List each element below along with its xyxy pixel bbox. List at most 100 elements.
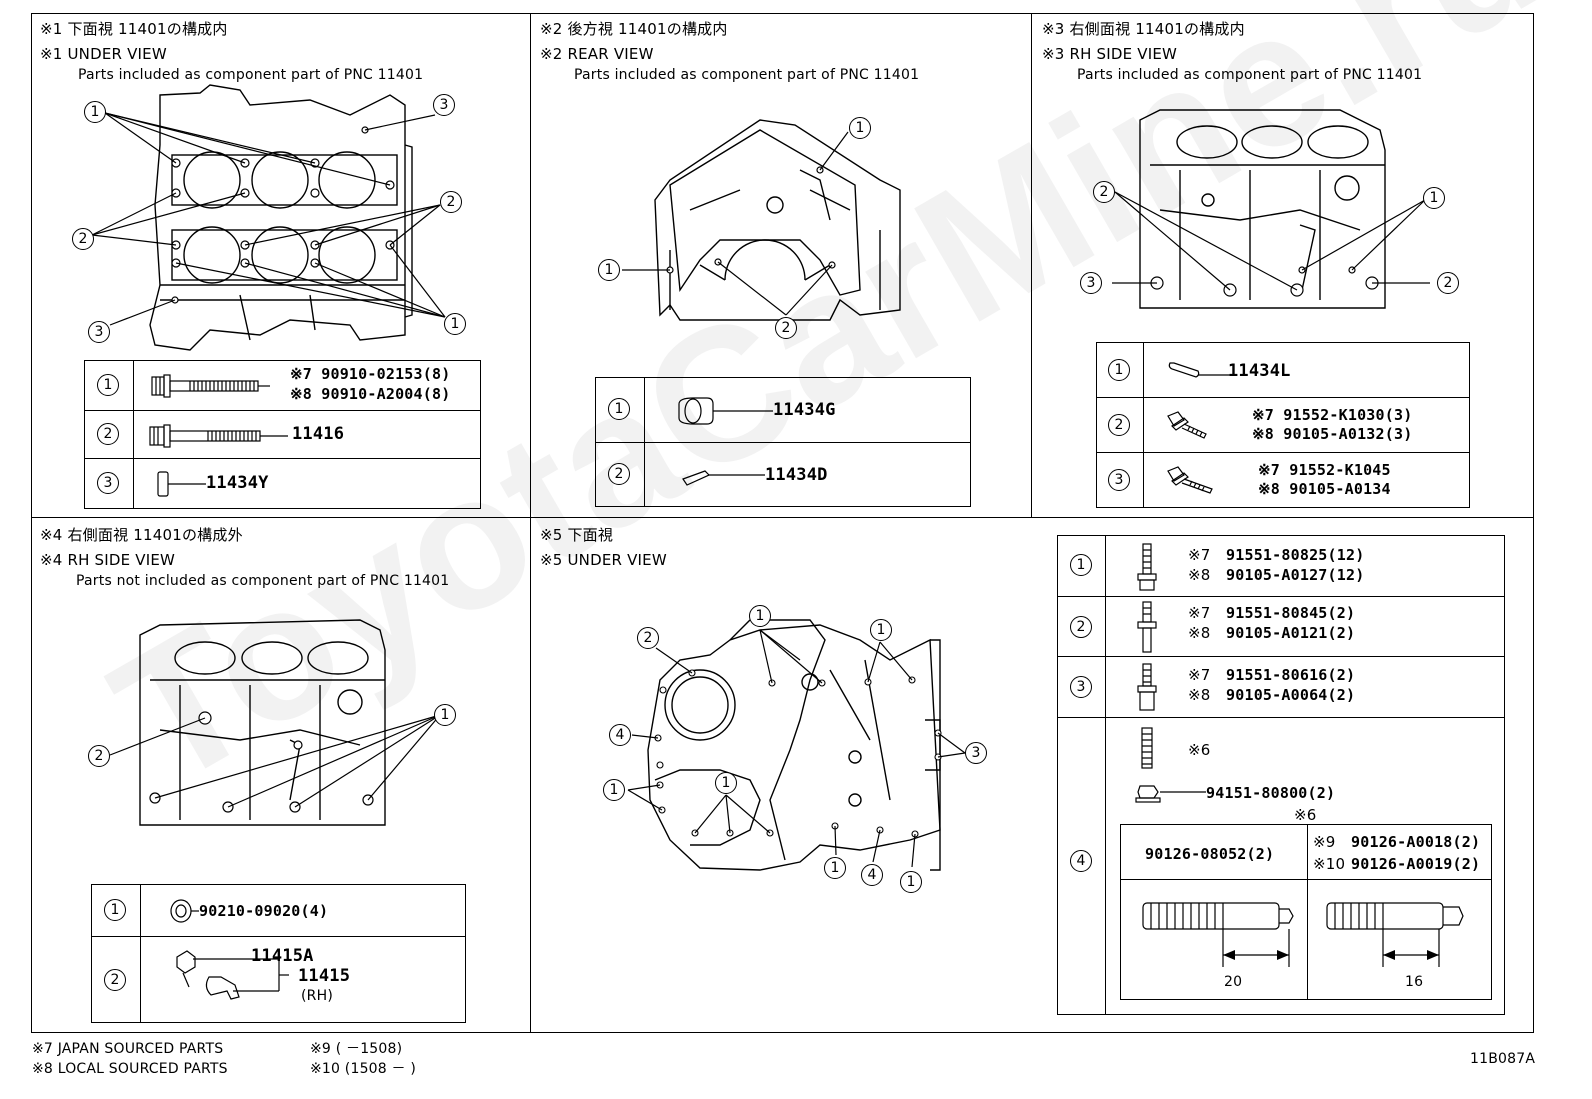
row-number: 2 [608,462,630,485]
stud-variant-box: 90126-08052(2) ※9 90126-A0018(2) ※10 901… [1120,824,1492,1000]
part-number: ※8 90105-A0134 [1258,480,1391,498]
table-divider [1058,656,1504,657]
part-number: 91551-80825(12) [1226,546,1365,564]
parts-table-1: 1 ※7 90910-02153(8) ※8 90910-A2004(8) 2 … [84,360,481,509]
panel-title-jp: ※1 下面視 11401の構成内 [40,20,228,38]
callout-1: 1 [824,857,846,879]
panel-title-jp: ※2 後方視 11401の構成内 [540,20,728,38]
part-number: 90126-A0018(2) [1351,833,1481,851]
row-number: 1 [1108,359,1130,381]
flange-nut-icon [1135,785,1206,803]
engine-block-rh-side-drawing [109,619,441,826]
row-number: 2 [1070,616,1092,638]
callout-2: 2 [88,745,110,767]
row-number: 3 [97,472,119,494]
row-number: 1 [1070,554,1092,576]
panel-subtitle: Parts included as component part of PNC … [78,67,424,83]
table-divider [1058,596,1504,597]
diagram-frame [31,13,1534,1033]
drain-cock-icon [176,950,289,1000]
diagram-id: 11B087A [1470,1051,1536,1067]
part-number: ※8 90105-A0132(3) [1252,425,1413,443]
callout-2: 2 [440,191,462,213]
part-number: 90105-A0127(12) [1226,566,1365,584]
row-number: 2 [1108,414,1130,436]
row-number: 3 [1070,676,1092,698]
panel-subtitle: Parts included as component part of PNC … [1077,67,1423,83]
panel-title-jp: ※5 下面視 [540,526,614,544]
callout-2: 2 [637,627,659,649]
source-mark: ※8 [1188,624,1211,642]
callout-1: 1 [598,259,620,281]
footnote-japan-sourced: ※7 JAPAN SOURCED PARTS [32,1041,224,1057]
flange-bolt-icon [1167,466,1213,494]
dowel-pin-icon [157,471,206,497]
row-number: 2 [97,423,119,445]
divider [530,13,531,1033]
source-mark: ※7 [1188,666,1211,684]
source-mark: ※9 [1313,833,1336,851]
stud-length-20-drawing [1142,902,1294,967]
head-bolt-icon [149,424,288,448]
engine-block-rear-view-drawing [622,119,901,321]
callout-2: 2 [72,228,94,250]
part-number: 11416 [292,424,345,444]
pin-icon [1168,362,1230,378]
source-mark: ※7 [1188,604,1211,622]
stud-note: ※6 [1188,741,1211,759]
callout-1: 1 [434,704,456,726]
part-number: ※7 90910-02153(8) [290,365,451,383]
divider [1031,13,1032,518]
callout-3: 3 [965,742,987,764]
part-side-note: (RH) [301,988,333,1004]
callout-3: 3 [88,321,110,343]
row-number: 1 [104,899,126,921]
table-divider [1058,717,1504,718]
parts-table-5: 1 ※7 91551-80825(12) ※8 90105-A0127(12) … [1057,535,1505,1015]
part-number: 11434L [1228,361,1291,381]
callout-1: 1 [849,117,871,139]
callout-1: 1 [603,779,625,801]
dimension-label: 20 [1224,974,1243,990]
source-mark: ※10 [1313,855,1346,873]
part-number: 90126-A0019(2) [1351,855,1481,873]
footnote-local-sourced: ※8 LOCAL SOURCED PARTS [32,1061,228,1077]
callout-1: 1 [900,871,922,893]
callout-3: 3 [1080,272,1102,294]
part-number: ※8 90910-A2004(8) [290,385,451,403]
callout-1: 1 [1423,187,1445,209]
row-number: 1 [97,374,119,396]
stud-bolt-icon [1137,601,1157,653]
parts-table-2: 1 11434G 2 11434D [595,377,971,507]
table-divider [1121,879,1491,880]
panel-title-en: ※2 REAR VIEW [540,45,654,63]
panel-title-en: ※3 RH SIDE VIEW [1042,45,1178,63]
timing-cover-drawing [627,619,966,871]
callout-1: 1 [870,619,892,641]
source-mark: ※8 [1188,686,1211,704]
part-number: 90105-A0064(2) [1226,686,1356,704]
pin-icon [682,469,765,486]
flange-bolt-icon [151,374,270,398]
part-number: 90126-08052(2) [1145,845,1275,863]
source-mark: ※7 [1188,546,1211,564]
flange-bolt-icon [1167,411,1207,439]
part-number: 11434Y [206,473,269,493]
panel-subtitle: Parts included as component part of PNC … [574,67,920,83]
callout-2: 2 [1093,181,1115,203]
table-divider [1307,825,1308,999]
row-number: 4 [1070,850,1092,872]
stud-note: ※6 [1294,806,1317,824]
callout-1: 1 [715,772,737,794]
parts-table-4: 1 90210-09020(4) 2 11415A 11415 (RH) [91,884,466,1023]
stud-bolt-icon [1137,663,1157,711]
dimension-label: 16 [1405,974,1424,990]
stud-bolt-icon [1137,543,1157,591]
panel-title-jp: ※4 右側面視 11401の構成外 [40,526,243,544]
part-number: 11415 [298,966,351,986]
panel-title-en: ※4 RH SIDE VIEW [40,551,176,569]
part-number: 94151-80800(2) [1206,784,1336,802]
part-number: 90210-09020(4) [199,902,329,920]
engine-block-rh-side-drawing [1112,109,1430,309]
part-number: 11434G [773,400,836,420]
